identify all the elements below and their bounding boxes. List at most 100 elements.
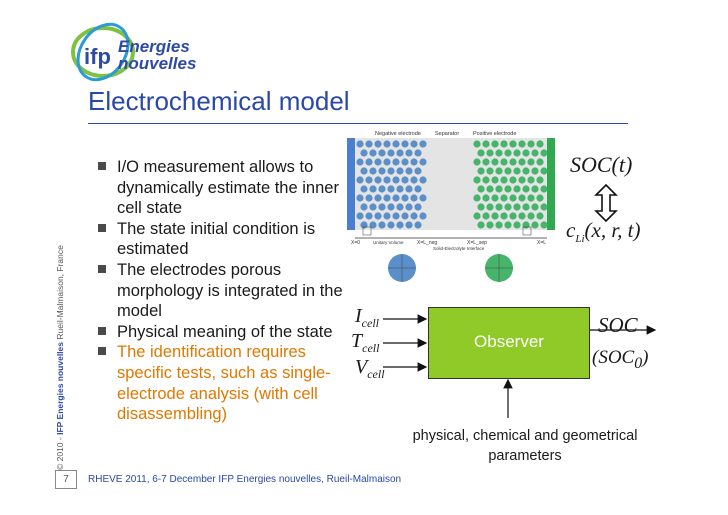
particle — [387, 167, 395, 175]
particle — [500, 140, 508, 148]
particle — [396, 149, 404, 157]
particle — [374, 140, 382, 148]
particle — [378, 167, 386, 175]
title-divider — [88, 123, 628, 124]
particle — [536, 212, 544, 220]
particle — [392, 158, 400, 166]
cli-sub: Li — [575, 233, 585, 246]
footer-text: RHEVE 2011, 6-7 December IFP Energies no… — [88, 474, 402, 485]
particle — [387, 149, 395, 157]
current-collector-left — [347, 138, 355, 230]
particle — [392, 176, 400, 184]
bullet-item: The identification requires specific tes… — [98, 342, 353, 424]
particle — [405, 167, 413, 175]
particle — [378, 203, 386, 211]
bullet-square-icon — [98, 347, 106, 356]
particle — [473, 176, 481, 184]
particle — [419, 194, 427, 202]
page-number: 7 — [55, 470, 77, 489]
particle — [405, 149, 413, 157]
particle — [482, 176, 490, 184]
x0-label: X=0 — [351, 240, 360, 246]
particle — [477, 221, 485, 229]
particle — [360, 203, 368, 211]
particle — [513, 185, 521, 193]
particle — [387, 185, 395, 193]
negative-particles — [356, 140, 427, 229]
bullet-text: The electrodes porous morphology is inte… — [117, 260, 343, 321]
particle — [527, 176, 535, 184]
particle — [522, 167, 530, 175]
particle — [500, 176, 508, 184]
fig-positive-label: Positive electrode — [473, 131, 516, 137]
particle — [401, 212, 409, 220]
particle — [495, 203, 503, 211]
particle — [392, 194, 400, 202]
particle — [486, 185, 494, 193]
particle — [405, 203, 413, 211]
particle — [495, 167, 503, 175]
particle — [410, 212, 418, 220]
particle — [495, 185, 503, 193]
ifp-logo: ifp — [71, 22, 135, 82]
particle — [383, 140, 391, 148]
particle — [396, 221, 404, 229]
particle — [356, 212, 364, 220]
bullet-square-icon — [98, 223, 106, 232]
particle — [414, 167, 422, 175]
particle — [531, 149, 539, 157]
electrode-figure: Negative electrode Separator Positive el… — [347, 131, 555, 282]
fig-negative-label: Negative electrode — [375, 131, 421, 137]
particle — [405, 185, 413, 193]
particle — [477, 167, 485, 175]
particle — [491, 212, 499, 220]
particle — [540, 185, 548, 193]
particle — [356, 194, 364, 202]
particle — [518, 212, 526, 220]
particle — [383, 158, 391, 166]
particle — [518, 194, 526, 202]
bullet-text: I/O measurement allows to dynamically es… — [117, 158, 339, 218]
particle — [401, 176, 409, 184]
particle — [513, 167, 521, 175]
particle — [387, 203, 395, 211]
particle — [383, 176, 391, 184]
particle — [360, 185, 368, 193]
particle — [500, 212, 508, 220]
particle — [500, 158, 508, 166]
output-soc: SOC — [598, 313, 638, 337]
input-v-cell: Vcell — [355, 356, 385, 381]
bullet-item: I/O measurement allows to dynamically es… — [98, 157, 353, 219]
logo-line1: Energies — [118, 37, 190, 56]
particle — [365, 194, 373, 202]
particle — [482, 194, 490, 202]
particle — [482, 212, 490, 220]
particle — [356, 158, 364, 166]
particle — [513, 149, 521, 157]
particle — [486, 149, 494, 157]
particle — [509, 176, 517, 184]
particle — [482, 158, 490, 166]
particle — [522, 203, 530, 211]
particle — [387, 221, 395, 229]
particle — [378, 149, 386, 157]
particle — [405, 221, 413, 229]
particle — [396, 185, 404, 193]
particle — [419, 158, 427, 166]
particle — [491, 176, 499, 184]
particle — [414, 185, 422, 193]
bullet-text: The state initial condition is estimated — [117, 219, 316, 259]
particle — [473, 140, 481, 148]
bullet-square-icon — [98, 264, 106, 273]
bullet-item: Physical meaning of the state — [98, 322, 353, 343]
input-i-cell: Icell — [355, 305, 379, 330]
particle — [486, 167, 494, 175]
particle — [527, 212, 535, 220]
particle — [419, 176, 427, 184]
particle — [378, 185, 386, 193]
logo-text: Energies nouvelles — [118, 38, 196, 72]
particle — [401, 140, 409, 148]
xsep-label: X=L_sep — [467, 240, 487, 246]
particle — [365, 212, 373, 220]
